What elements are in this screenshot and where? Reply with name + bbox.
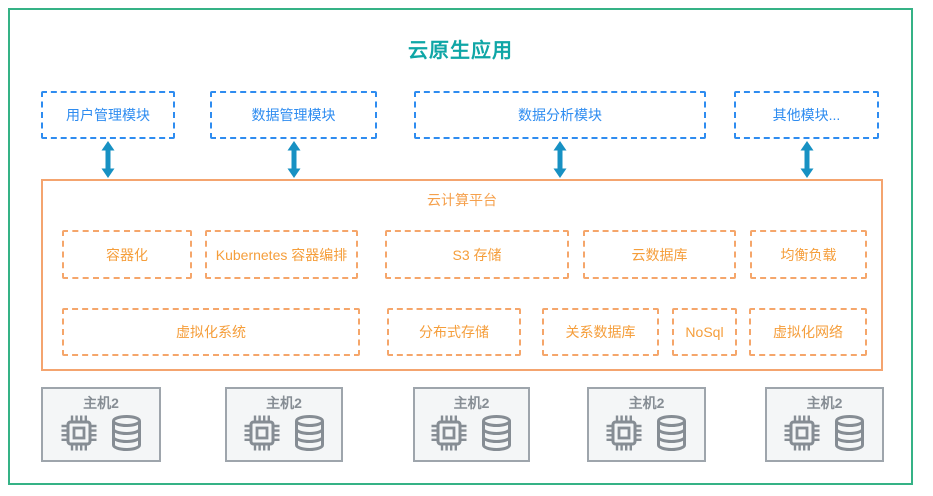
platform-item-label: 关系数据库 — [565, 324, 636, 340]
database-icon — [657, 415, 686, 451]
host-label: 主机2 — [453, 395, 490, 411]
database-icon — [294, 415, 324, 451]
platform-item-virtualization-system: 虚拟化系统 — [62, 308, 360, 356]
module-label: 用户管理模块 — [66, 107, 150, 123]
cpu-icon — [606, 415, 642, 451]
host-box: 主机2 — [41, 387, 161, 462]
cpu-icon — [244, 415, 279, 451]
cloud-platform-container: 云计算平台 容器化 Kubernetes 容器编排 S3 存储 云数据库 均衡负… — [41, 179, 883, 371]
platform-item-cloud-database: 云数据库 — [583, 230, 736, 279]
platform-item-nosql: NoSql — [672, 308, 737, 356]
platform-item-label: 云数据库 — [631, 246, 688, 263]
double-arrow-icon — [287, 141, 301, 178]
platform-item-label: S3 存储 — [452, 246, 502, 263]
platform-item-containerization: 容器化 — [62, 230, 192, 279]
database-icon — [835, 415, 864, 451]
host-label: 主机2 — [266, 395, 302, 411]
host-icons — [606, 415, 687, 451]
platform-item-label: Kubernetes 容器编排 — [215, 246, 348, 263]
platform-title: 云计算平台 — [427, 192, 497, 208]
platform-item-load-balancing: 均衡负载 — [750, 230, 867, 279]
double-arrow-icon — [800, 141, 814, 178]
module-user-management: 用户管理模块 — [41, 91, 175, 139]
host-label: 主机2 — [628, 395, 665, 411]
cpu-icon — [61, 415, 96, 451]
host-label: 主机2 — [806, 395, 843, 411]
outer-frame: 云原生应用 用户管理模块 数据管理模块 数据分析模块 其他模块... 云计算平台 — [8, 8, 913, 485]
host-box: 主机2 — [765, 387, 884, 462]
module-label: 数据分析模块 — [518, 107, 602, 123]
cpu-icon — [784, 415, 820, 451]
host-box: 主机2 — [413, 387, 530, 462]
platform-item-label: NoSql — [685, 324, 724, 340]
module-data-management: 数据管理模块 — [210, 91, 377, 139]
platform-item-kubernetes: Kubernetes 容器编排 — [205, 230, 358, 279]
module-data-analysis: 数据分析模块 — [414, 91, 706, 139]
cpu-icon — [431, 415, 467, 451]
platform-item-label: 虚拟化网络 — [773, 324, 843, 340]
host-box: 主机2 — [225, 387, 343, 462]
database-icon — [482, 415, 511, 451]
database-icon — [111, 415, 141, 451]
host-box: 主机2 — [587, 387, 706, 462]
platform-item-label: 分布式存储 — [419, 324, 489, 340]
double-arrow-icon — [553, 141, 567, 178]
module-label: 数据管理模块 — [251, 107, 336, 123]
module-label: 其他模块... — [772, 107, 841, 123]
host-icons — [244, 415, 325, 451]
platform-item-relational-database: 关系数据库 — [542, 308, 659, 356]
module-other: 其他模块... — [734, 91, 879, 139]
platform-item-label: 均衡负载 — [780, 246, 837, 263]
double-arrow-icon — [101, 141, 115, 178]
host-icons — [431, 415, 512, 451]
platform-item-label: 虚拟化系统 — [176, 324, 246, 340]
platform-item-label: 容器化 — [106, 246, 148, 263]
host-icons — [784, 415, 865, 451]
platform-item-virtualized-network: 虚拟化网络 — [749, 308, 867, 356]
host-icons — [61, 415, 142, 451]
platform-item-s3-storage: S3 存储 — [385, 230, 569, 279]
page-title: 云原生应用 — [408, 40, 513, 62]
platform-item-distributed-storage: 分布式存储 — [387, 308, 521, 356]
host-label: 主机2 — [83, 395, 119, 411]
